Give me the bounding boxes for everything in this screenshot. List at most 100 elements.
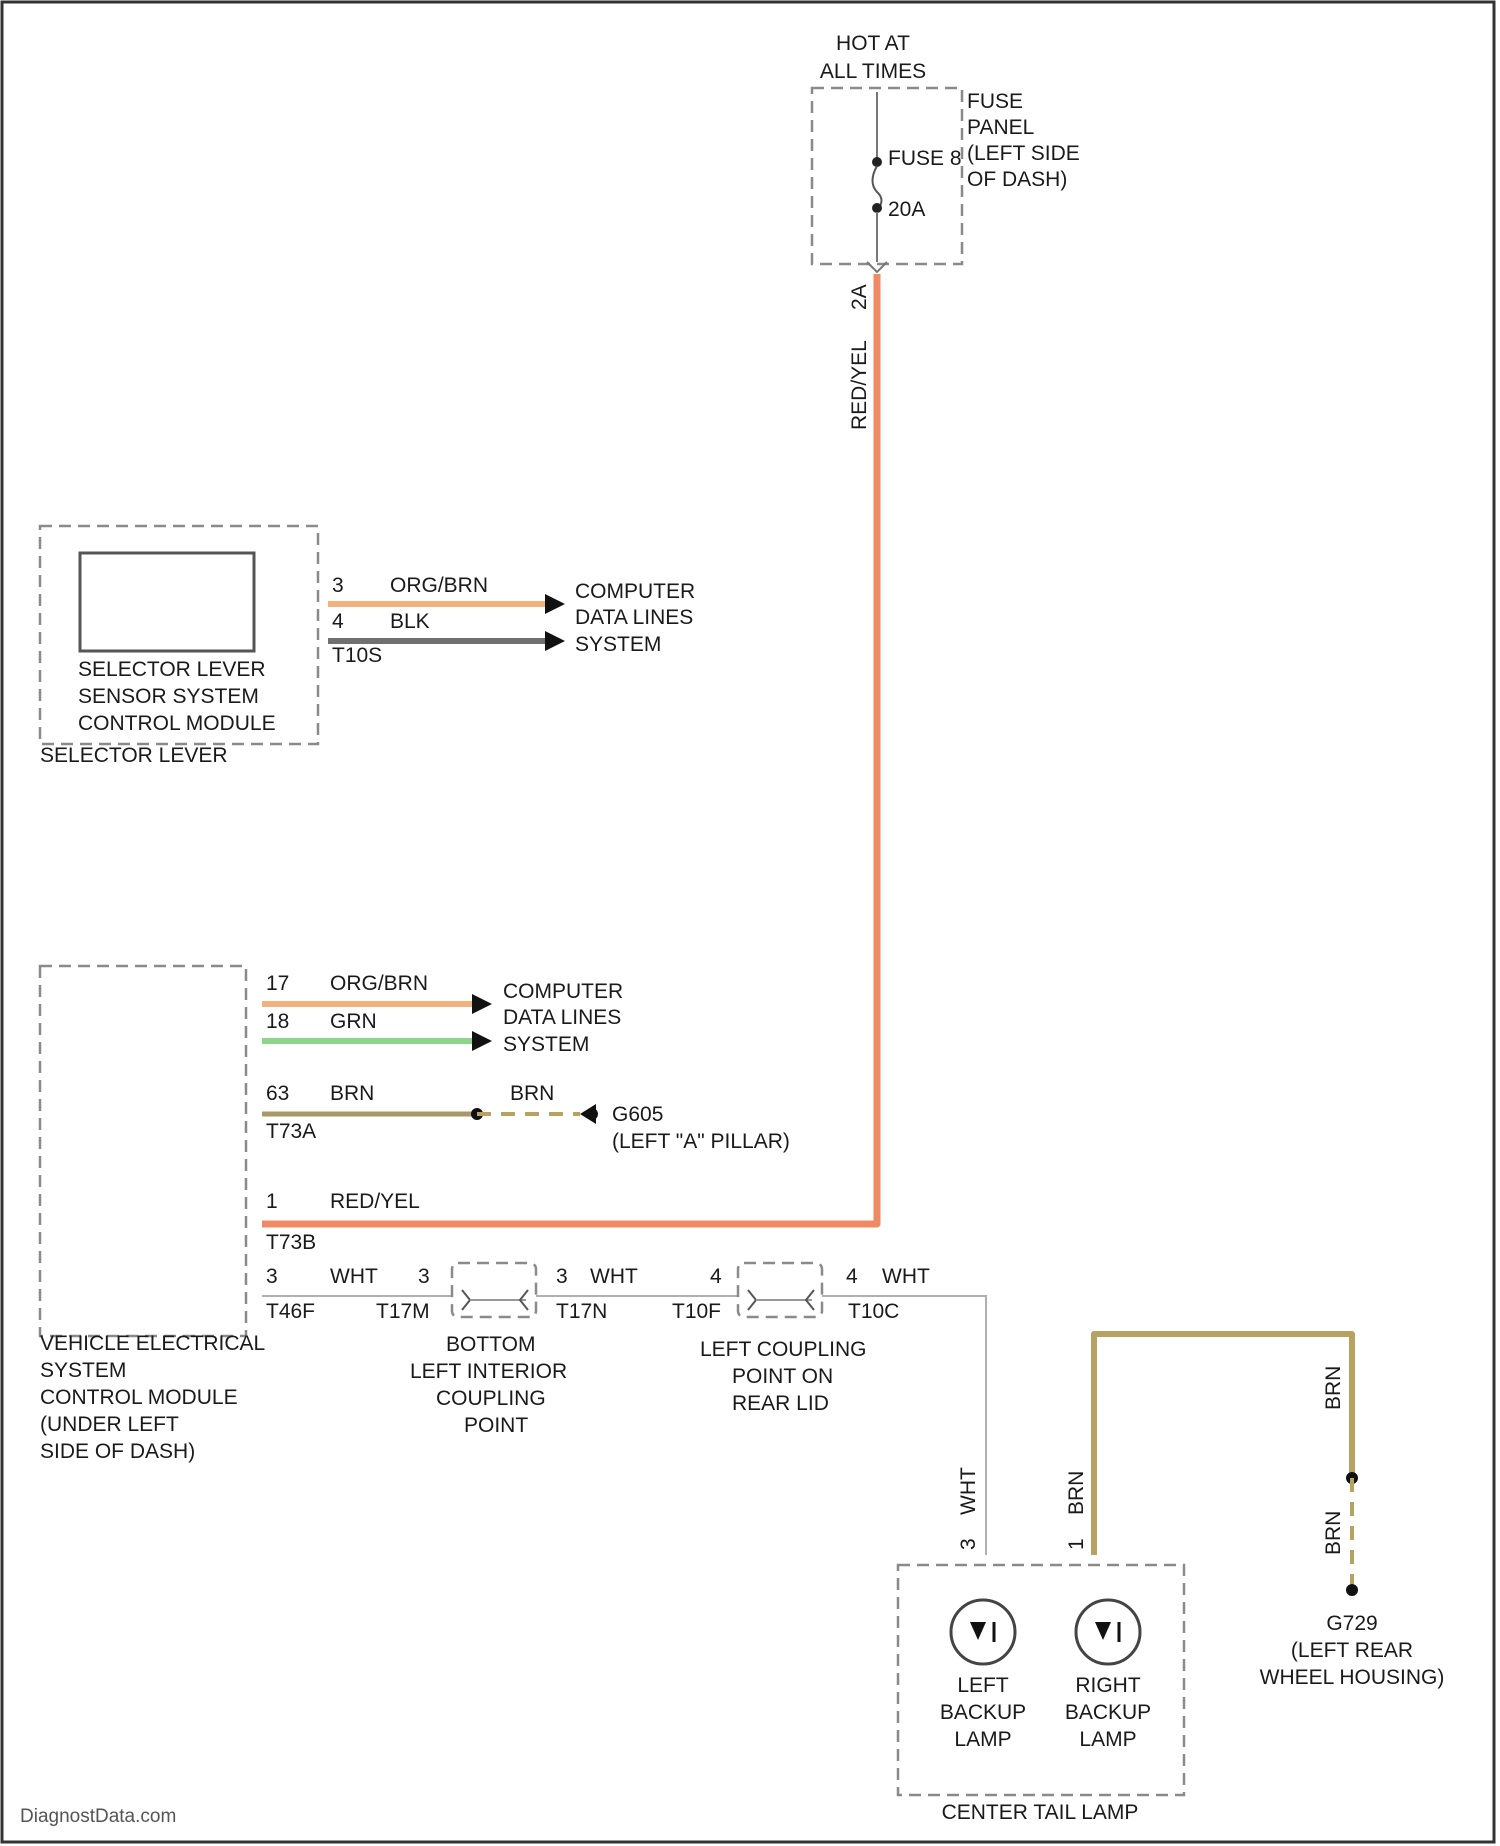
vehicle-power-color: RED/YEL <box>330 1190 420 1213</box>
selector-module-component <box>80 553 254 651</box>
vehicle-output-pin: 3 <box>266 1265 278 1288</box>
vehicle-output-color-3: WHT <box>882 1265 930 1288</box>
ground-g-location-1: (LEFT REAR <box>1291 1639 1413 1662</box>
arrow-right-icon <box>472 1031 492 1051</box>
tail-lamp-in-color: WHT <box>957 1467 980 1515</box>
vehicle-destination-3: SYSTEM <box>503 1033 589 1056</box>
vehicle-electrical-module: VEHICLE ELECTRICAL SYSTEM CONTROL MODULE… <box>40 966 986 1555</box>
fuse-rating: 20A <box>888 198 925 221</box>
arrow-right-icon <box>545 631 565 651</box>
selector-label-1: SELECTOR LEVER <box>78 658 266 681</box>
coupling2-conn-out: T10C <box>848 1300 899 1323</box>
vehicle-ground-connector: T73A <box>266 1120 316 1143</box>
ground-g-name: G729 <box>1326 1612 1377 1635</box>
selector-wire-color-org-brn: ORG/BRN <box>390 574 488 597</box>
vehicle-ground-color-2: BRN <box>510 1082 554 1105</box>
coupling1-conn-in: T17M <box>376 1300 430 1323</box>
coupling2-conn-in: T10F <box>672 1300 721 1323</box>
vehicle-ground-color: BRN <box>330 1082 374 1105</box>
coupling2-pin-out: 4 <box>846 1265 858 1288</box>
vehicle-output-connector: T46F <box>266 1300 315 1323</box>
ground-point-dot <box>1346 1584 1358 1596</box>
vehicle-wire-pin-18: 18 <box>266 1010 289 1033</box>
hot-label-line-1: HOT AT <box>836 32 910 55</box>
vehicle-ground-name: G605 <box>612 1103 663 1126</box>
tail-lamp-gnd-pin: 1 <box>1065 1538 1088 1550</box>
arrow-right-icon <box>545 594 565 614</box>
fuse-name: FUSE 8 <box>888 147 962 170</box>
coupling1-label-3: COUPLING <box>436 1387 546 1410</box>
vehicle-output-color: WHT <box>330 1265 378 1288</box>
selector-wire-pin-4: 4 <box>332 610 344 633</box>
coupling1-box <box>452 1263 536 1317</box>
hot-label-line-2: ALL TIMES <box>820 60 926 83</box>
vehicle-label-3: CONTROL MODULE <box>40 1386 238 1409</box>
vehicle-power-connector: T73B <box>266 1231 316 1254</box>
tail-lamp-gnd-color: BRN <box>1065 1471 1088 1515</box>
coupling2-label-2: POINT ON <box>732 1365 833 1388</box>
coupling2-label-3: REAR LID <box>732 1392 829 1415</box>
ground-g-color-bottom: BRN <box>1322 1511 1345 1555</box>
fuse-panel-box <box>812 88 962 264</box>
fuse-panel: HOT AT ALL TIMES FUSE 8 20A FUSE PANEL (… <box>812 32 1080 430</box>
lamp-diode-icon <box>970 1622 986 1640</box>
ground-point-dot <box>586 1108 598 1120</box>
coupling1-pin-out: 3 <box>556 1265 568 1288</box>
vehicle-ground-location: (LEFT "A" PILLAR) <box>612 1130 790 1153</box>
wht-wire-seg-3 <box>822 1296 986 1555</box>
fuse-top-terminal <box>872 157 882 167</box>
coupling1-label-1: BOTTOM <box>446 1333 535 1356</box>
right-lamp-label-3: LAMP <box>1079 1728 1136 1751</box>
left-lamp-label-3: LAMP <box>954 1728 1011 1751</box>
selector-wire-color-blk: BLK <box>390 610 430 633</box>
vehicle-label-4: (UNDER LEFT <box>40 1413 179 1436</box>
lamp-diode-icon <box>1095 1622 1111 1640</box>
vehicle-label-2: SYSTEM <box>40 1359 126 1382</box>
coupling1-label-4: POINT <box>464 1414 528 1437</box>
selector-destination-2: DATA LINES <box>575 606 693 629</box>
selector-location: SELECTOR LEVER <box>40 744 228 767</box>
fuse-bottom-terminal <box>872 203 882 213</box>
right-lamp-label-1: RIGHT <box>1075 1674 1141 1697</box>
vehicle-label-1: VEHICLE ELECTRICAL <box>40 1332 265 1355</box>
fuse-wire-color: RED/YEL <box>848 340 871 430</box>
coupling1-pin-in: 3 <box>418 1265 430 1288</box>
vehicle-power-pin: 1 <box>266 1190 278 1213</box>
vehicle-destination-2: DATA LINES <box>503 1006 621 1029</box>
tail-lamp-box <box>898 1565 1184 1795</box>
fuse-panel-label-2: PANEL <box>967 116 1034 139</box>
vehicle-label-5: SIDE OF DASH) <box>40 1440 195 1463</box>
vehicle-module-box <box>40 966 246 1336</box>
selector-destination-3: SYSTEM <box>575 633 661 656</box>
center-tail-lamp: 3 WHT 1 BRN LEFT BACKUP LAMP RIGHT BACKU… <box>898 1467 1184 1824</box>
arrow-right-icon <box>472 994 492 1014</box>
selector-connector: T10S <box>332 644 382 667</box>
left-lamp-label-1: LEFT <box>957 1674 1009 1697</box>
fuse-panel-label-3: (LEFT SIDE <box>967 142 1080 165</box>
fuse-panel-label-4: OF DASH) <box>967 168 1067 191</box>
vehicle-wire-pin-17: 17 <box>266 972 289 995</box>
selector-label-3: CONTROL MODULE <box>78 712 276 735</box>
vehicle-destination-1: COMPUTER <box>503 980 623 1003</box>
selector-lever-module: SELECTOR LEVER SENSOR SYSTEM CONTROL MOD… <box>40 526 695 767</box>
coupling2-pin-in: 4 <box>710 1265 722 1288</box>
left-lamp-label-2: BACKUP <box>940 1701 1026 1724</box>
brn-ground-wire <box>1094 1334 1352 1555</box>
selector-wire-pin-3: 3 <box>332 574 344 597</box>
watermark: DiagnostData.com <box>20 1806 176 1827</box>
vehicle-ground-pin: 63 <box>266 1082 289 1105</box>
ground-g-color-top: BRN <box>1322 1366 1345 1410</box>
tail-lamp-label: CENTER TAIL LAMP <box>942 1801 1139 1824</box>
selector-destination-1: COMPUTER <box>575 580 695 603</box>
connector-left-icon <box>748 1290 756 1310</box>
fuse-terminal: 2A <box>848 284 871 310</box>
vehicle-wire-color-org-brn: ORG/BRN <box>330 972 428 995</box>
coupling2-label-1: LEFT COUPLING <box>700 1338 866 1361</box>
connector-left-icon <box>462 1290 470 1310</box>
vehicle-wire-color-grn: GRN <box>330 1010 377 1033</box>
coupling1-label-2: LEFT INTERIOR <box>410 1360 567 1383</box>
fuse-panel-label-1: FUSE <box>967 90 1023 113</box>
right-lamp-label-2: BACKUP <box>1065 1701 1151 1724</box>
